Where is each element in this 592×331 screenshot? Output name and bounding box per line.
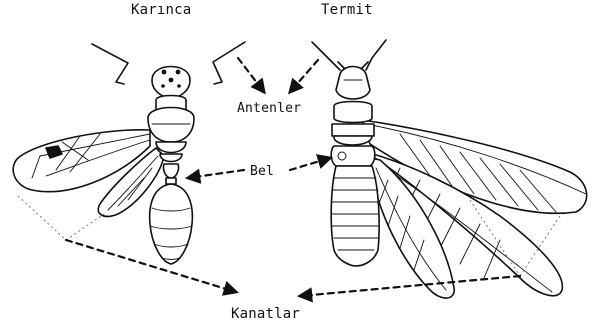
ant-antenna-left [92, 44, 128, 84]
ant-illustration [13, 42, 245, 264]
arrow-termite-waist [290, 158, 330, 170]
termite-abdomen [331, 166, 379, 266]
termite-head [336, 67, 370, 100]
ant-wings [13, 130, 164, 217]
arrow-ant-waist [188, 170, 244, 178]
termite-thorax [334, 102, 372, 123]
arrow-ant-antenna [238, 58, 264, 92]
termite-illustration [312, 40, 587, 298]
termite-antenna-right [366, 40, 386, 70]
arrow-termite-wings [300, 276, 520, 296]
ant-antenna-right [213, 42, 245, 84]
arrow-ant-wings [66, 240, 236, 292]
termite-wings [362, 120, 587, 298]
termite-antenna-left [312, 42, 340, 70]
arrow-termite-antenna [290, 60, 318, 92]
ant-gaster [150, 184, 193, 264]
ant-petiole [163, 164, 178, 178]
